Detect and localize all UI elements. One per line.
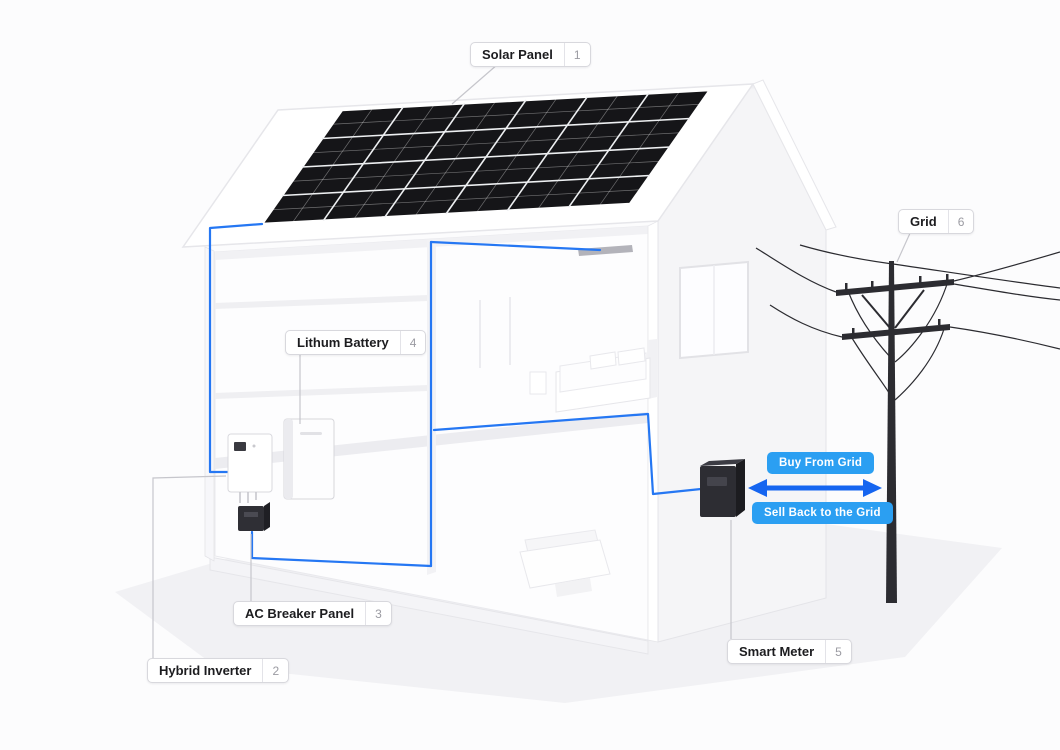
power-lines	[755, 244, 1060, 401]
label-solar-panel-text: Solar Panel	[482, 47, 553, 62]
utility-pole	[755, 244, 1060, 603]
sofa	[519, 529, 611, 597]
ceiling-light	[578, 245, 633, 256]
leader-lines	[152, 63, 912, 658]
label-solar-panel: Solar Panel 1	[470, 42, 591, 67]
wiring	[208, 222, 703, 568]
pole-crossarm	[836, 279, 954, 296]
label-hybrid-inverter-text: Hybrid Inverter	[159, 663, 252, 678]
buy-from-grid-badge: Buy From Grid	[767, 452, 875, 474]
shelf	[214, 295, 428, 309]
pole-crossarm	[842, 324, 950, 340]
label-smart-meter: Smart Meter 5	[727, 639, 852, 664]
shelf	[214, 385, 428, 399]
battery-unit	[283, 418, 335, 500]
ac-breaker-unit	[238, 502, 270, 531]
hybrid-inverter-unit	[227, 433, 273, 503]
wire-panel-to-inverter	[208, 222, 264, 474]
wire-to-breaker	[250, 530, 433, 568]
label-solar-panel-number: 1	[563, 43, 590, 66]
label-smart-meter-text: Smart Meter	[739, 644, 815, 659]
solar-panel-array	[262, 90, 710, 224]
sell-back-to-grid-badge: Sell Back to the Grid	[752, 502, 893, 524]
label-hybrid-inverter: Hybrid Inverter 2	[147, 658, 290, 683]
label-ac-breaker-panel-number: 3	[365, 602, 391, 625]
wire-ceiling	[429, 240, 602, 252]
label-smart-meter-number: 5	[825, 640, 851, 663]
foundation-edge	[209, 556, 649, 655]
label-grid-number: 6	[947, 210, 974, 233]
label-ac-breaker-panel-text: AC Breaker Panel	[245, 606, 355, 621]
roof-gable-overhang	[752, 79, 837, 231]
smart-meter-unit	[700, 459, 745, 517]
label-ac-breaker-panel: AC Breaker Panel 3	[233, 601, 392, 626]
wire-to-meter	[432, 412, 703, 496]
label-grid-text: Grid	[910, 214, 937, 229]
label-lithium-battery-number: 4	[399, 331, 426, 354]
flow-arrow	[748, 479, 882, 497]
label-lithium-battery: Lithum Battery 4	[285, 330, 427, 355]
label-lithium-battery-text: Lithum Battery	[297, 335, 389, 350]
pole-braces	[861, 289, 925, 329]
label-hybrid-inverter-number: 2	[262, 659, 288, 682]
label-grid: Grid 6	[898, 209, 975, 234]
bed	[529, 339, 657, 413]
pole-mast	[886, 261, 897, 603]
